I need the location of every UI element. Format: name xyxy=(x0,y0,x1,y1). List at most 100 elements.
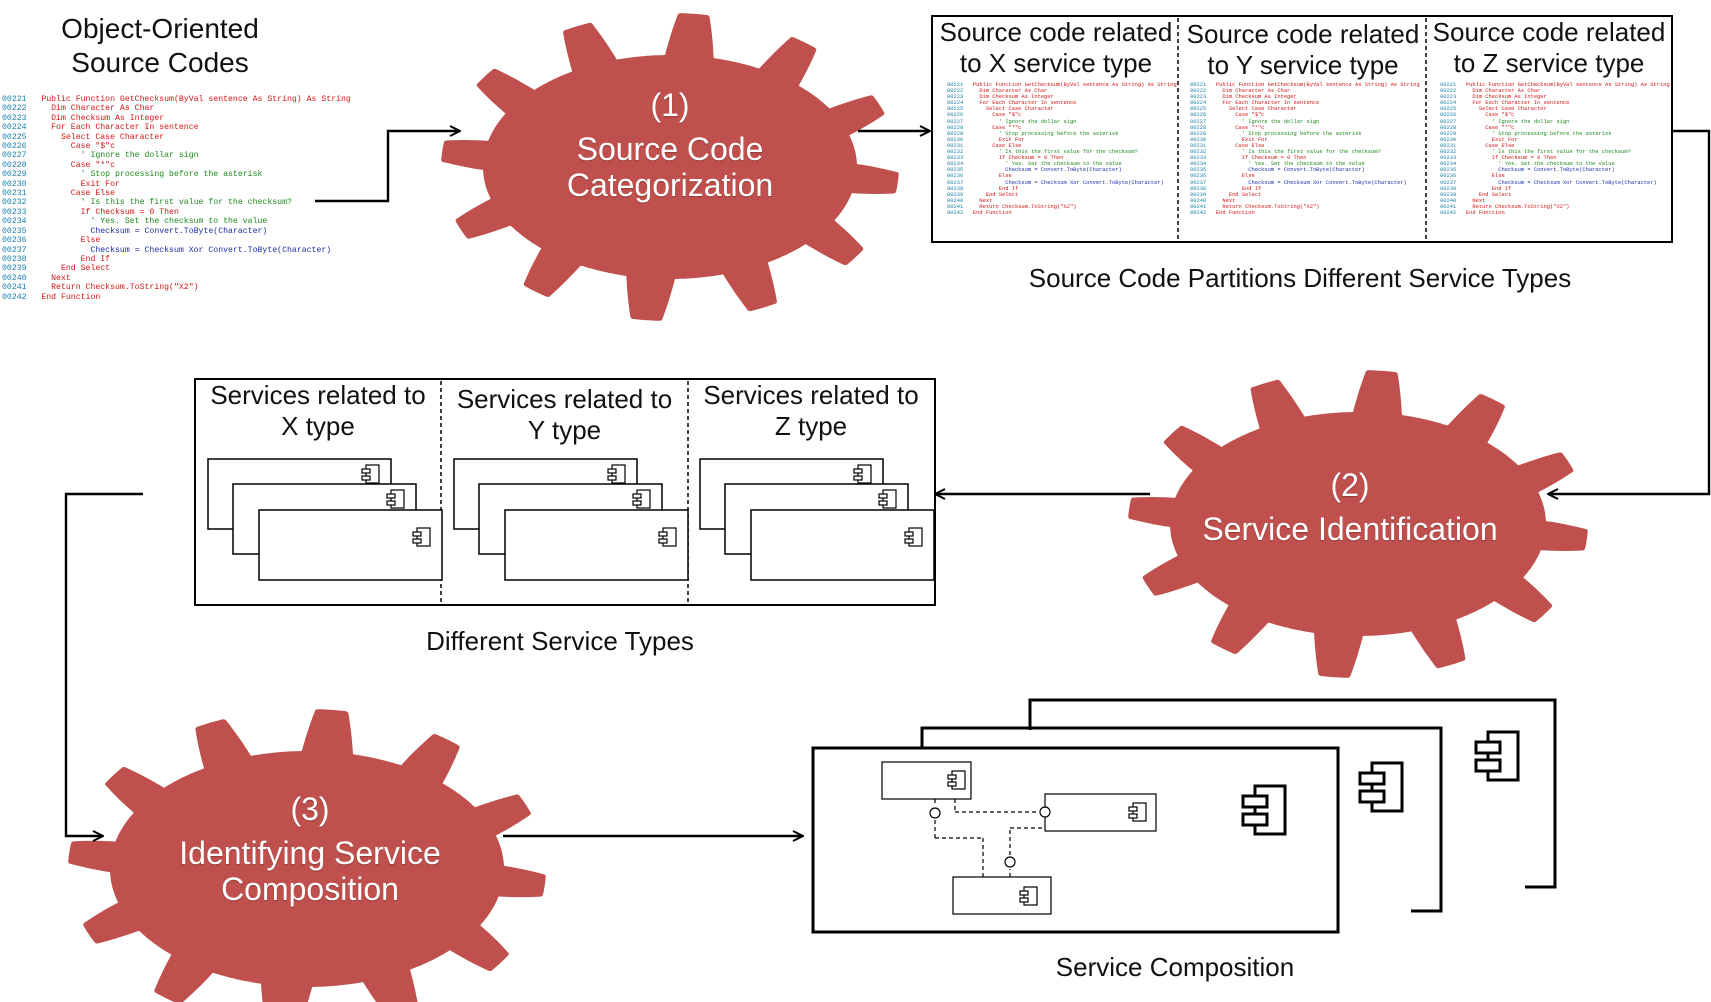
code-line: 00232 ' Is this the first value for the … xyxy=(1190,149,1381,156)
partition-z-line2: to Z service type xyxy=(1453,48,1645,79)
code-line: 00236 Else xyxy=(1190,173,1255,180)
code-line: 00238 End If xyxy=(2,254,111,264)
code-line: 00228 Case "*"c xyxy=(1440,124,1515,131)
partition-x-header: Source code related to X service type xyxy=(934,17,1178,79)
code-line: 00222 Dim Character As Char xyxy=(2,104,155,114)
code-line: 00234 ' Yes. Set the checksum to the val… xyxy=(1440,161,1615,168)
code-line: 00231 Case Else xyxy=(2,189,116,199)
code-line: 00235 Checksum = Convert.ToByte(Characte… xyxy=(1190,167,1365,174)
code-line: 00234 ' Yes. Set the checksum to the val… xyxy=(947,161,1122,168)
code-line: 00228 Case "*"c xyxy=(947,124,1022,131)
code-line: 00221 Public Function GetChecksum(ByVal … xyxy=(1190,82,1420,88)
code-line: 00229 ' Stop processing before the aster… xyxy=(1440,130,1612,137)
partitions-caption: Source Code Partitions Different Service… xyxy=(1028,263,1572,293)
code-line: 00241 Return Checksum.ToString("X2") xyxy=(2,283,199,293)
connectors xyxy=(64,129,1711,836)
code-line: 00232 ' Is this the first value for the … xyxy=(1440,149,1631,156)
services-z-header: Services related to Z type xyxy=(688,380,934,442)
code-partition-x: 00221 Public Function GetChecksum(ByVal … xyxy=(947,82,1177,216)
code-line: 00237 Checksum = Checksum Xor Convert.To… xyxy=(1190,179,1407,186)
arrow-partitions-to-gear2 xyxy=(1548,129,1711,494)
service-card xyxy=(750,509,935,581)
step2-number: (2) xyxy=(1330,467,1370,503)
step3-line2: Composition xyxy=(221,870,399,907)
code-line: 00239 End Select xyxy=(1190,191,1262,198)
code-line: 00227 ' Ignore the dollar sign xyxy=(1190,118,1320,125)
step2-line1: Service Identification xyxy=(1202,510,1498,547)
service-card xyxy=(504,509,689,581)
step2-label: (2) Service Identification xyxy=(1180,467,1520,548)
code-line: 00225 Select Case Character xyxy=(1190,106,1297,113)
code-line: 00242 End Function xyxy=(1190,209,1255,216)
code-line: 00241 Return Checksum.ToString("X2") xyxy=(1190,203,1320,210)
code-line: 00221 Public Function GetChecksum(ByVal … xyxy=(947,82,1177,88)
service-stack xyxy=(453,458,689,581)
service-card xyxy=(258,509,443,581)
code-line: 00225 Select Case Character xyxy=(947,106,1054,113)
code-line: 00237 Checksum = Checksum Xor Convert.To… xyxy=(947,179,1164,186)
code-line: 00230 Exit For xyxy=(2,179,120,189)
step3-line1: Identifying Service xyxy=(179,834,441,871)
code-line: 00227 ' Ignore the dollar sign xyxy=(1440,118,1570,125)
code-line: 00228 Case "*"c xyxy=(2,160,116,170)
source-codes-title: Object-Oriented Source Codes xyxy=(20,12,300,79)
services-y-line2: Y type xyxy=(527,415,602,446)
code-line: 00239 End Select xyxy=(947,191,1019,198)
code-line: 00233 If Checksum = 0 Then xyxy=(2,207,179,217)
code-line: 00222 Dim Character As Char xyxy=(1190,88,1291,95)
source-code-listing: 00221 Public Function GetChecksum(ByVal … xyxy=(2,95,351,302)
services-z-line2: Z type xyxy=(774,411,848,442)
code-line: 00242 End Function xyxy=(1440,209,1505,216)
code-line: 00226 Case "$"c xyxy=(947,112,1022,119)
code-line: 00232 ' Is this the first value for the … xyxy=(2,198,292,208)
code-line: 00237 Checksum = Checksum Xor Convert.To… xyxy=(1440,179,1657,186)
step1-line2: Categorization xyxy=(566,166,774,203)
code-line: 00240 Next xyxy=(1440,197,1486,204)
code-line: 00227 ' Ignore the dollar sign xyxy=(947,118,1077,125)
code-line: 00235 Checksum = Convert.ToByte(Characte… xyxy=(1440,167,1615,174)
code-line: 00239 End Select xyxy=(1440,191,1512,198)
step3-label: (3) Identifying Service Composition xyxy=(150,791,470,907)
services-x-line2: X type xyxy=(281,411,355,442)
code-partition-z: 00221 Public Function GetChecksum(ByVal … xyxy=(1440,82,1670,216)
step1-line1: Source Code xyxy=(576,130,764,167)
code-line: 00234 ' Yes. Set the checksum to the val… xyxy=(2,217,268,227)
composition-caption: Service Composition xyxy=(1055,952,1295,982)
partition-y-header: Source code related to Y service type xyxy=(1180,19,1426,81)
step1-label: (1) Source Code Categorization xyxy=(520,87,820,203)
partition-x-line2: to X service type xyxy=(959,48,1153,79)
step3-number: (3) xyxy=(290,791,330,827)
code-line: 00229 ' Stop processing before the aster… xyxy=(947,130,1119,137)
composition-frames xyxy=(811,698,1557,934)
composition-inner-diagram xyxy=(881,761,1157,915)
code-line: 00222 Dim Character As Char xyxy=(1440,88,1541,95)
code-line: 00231 Case Else xyxy=(1190,142,1265,149)
step1-number: (1) xyxy=(650,87,690,123)
code-line: 00238 End If xyxy=(947,185,1019,192)
code-line: 00231 Case Else xyxy=(1440,142,1515,149)
code-partition-y: 00221 Public Function GetChecksum(ByVal … xyxy=(1190,82,1420,216)
code-line: 00233 If Checksum = 0 Then xyxy=(1440,155,1557,162)
code-line: 00229 ' Stop processing before the aster… xyxy=(1190,130,1362,137)
code-line: 00240 Next xyxy=(1190,197,1236,204)
code-line: 00226 Case "$"c xyxy=(1190,112,1265,119)
partition-y-line2: to Y service type xyxy=(1207,50,1399,81)
code-line: 00228 Case "*"c xyxy=(1190,124,1265,131)
services-y-header: Services related to Y type xyxy=(441,384,688,446)
services-x-header: Services related to X type xyxy=(195,380,441,442)
partition-z-line1: Source code related xyxy=(1432,17,1666,47)
code-line: 00232 ' Is this the first value for the … xyxy=(947,149,1138,156)
service-stack xyxy=(207,458,443,581)
code-line: 00223 Dim Checksum As Integer xyxy=(947,94,1054,101)
code-line: 00221 Public Function GetChecksum(ByVal … xyxy=(2,95,351,104)
partitions-box xyxy=(931,15,1673,243)
code-line: 00240 Next xyxy=(2,273,71,283)
code-line: 00230 Exit For xyxy=(1440,136,1518,143)
title-line2: Source Codes xyxy=(71,46,249,78)
arrow-services-to-gear3 xyxy=(64,492,143,836)
code-line: 00240 Next xyxy=(947,197,993,204)
code-line: 00221 Public Function GetChecksum(ByVal … xyxy=(1440,82,1670,88)
code-line: 00233 If Checksum = 0 Then xyxy=(947,155,1064,162)
code-line: 00235 Checksum = Convert.ToByte(Characte… xyxy=(2,226,268,236)
service-stack xyxy=(699,458,935,581)
